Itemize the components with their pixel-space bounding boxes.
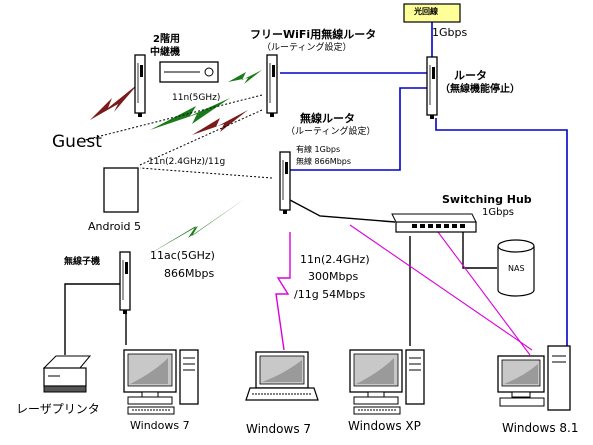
ac-speed-label: 866Mbps xyxy=(164,267,215,280)
switch-speed-label: 1Gbps xyxy=(482,207,515,218)
bolt-24ghz-guest xyxy=(192,110,248,135)
adapter-icon xyxy=(119,251,131,315)
fiber-bandwidth-label: 1Gbps xyxy=(432,26,468,39)
switch-label: Switching Hub xyxy=(442,193,532,206)
router-to-win81 xyxy=(435,118,568,346)
n24-link-label: 11n(2.4GHz) xyxy=(300,253,370,266)
wired-links xyxy=(280,22,568,346)
android-phone-icon xyxy=(103,167,139,213)
fiber-box xyxy=(403,3,461,23)
bolt-5ghz-guest xyxy=(150,98,230,130)
printer-label: レーザプリンタ xyxy=(16,402,100,416)
nas-label: NAS xyxy=(508,264,525,273)
g-speed-label: /11g 54Mbps xyxy=(294,288,366,301)
wireless-router-icon xyxy=(279,151,291,215)
wired-speed-label: 有線 1Gbps xyxy=(296,145,341,154)
main-router-icon xyxy=(426,56,438,120)
free-wifi-router-mode-label: （ルーティング設定） xyxy=(262,43,352,53)
free-wifi-router-icon xyxy=(266,54,278,118)
main-router-mode-label: （無線機能停止） xyxy=(440,84,520,95)
guest-label: Guest xyxy=(52,132,102,152)
win81-tower-icon xyxy=(547,345,571,411)
printer-icon xyxy=(42,355,92,393)
wireless-speed-label: 無線 866Mbps xyxy=(296,157,352,166)
win7-laptop-icon xyxy=(245,351,319,401)
repeater-icon xyxy=(134,54,146,118)
repeater-base-unit xyxy=(159,61,219,83)
repeater-sub-label: 中継機 xyxy=(150,47,180,58)
adapter-to-printer xyxy=(64,283,122,355)
bolt-5ghz-repeater xyxy=(228,70,262,84)
bolt-magenta-laptop xyxy=(275,232,291,351)
winxp-desktop-icon xyxy=(349,349,425,415)
n24-speed-label: 300Mbps xyxy=(308,270,359,283)
bolt-24ghz-repeater xyxy=(90,84,138,120)
bolt-5ghz-adapter xyxy=(146,198,246,256)
wireless-router-mode-label: （ルーティング設定） xyxy=(286,127,376,137)
ac-link-label: 11ac(5GHz) xyxy=(150,249,215,262)
nas-icon xyxy=(497,239,535,297)
dotted-wifi-links xyxy=(84,94,273,179)
fiber-label: 光回線 xyxy=(414,7,438,16)
winxp-label: Windows XP xyxy=(348,419,421,433)
router-to-wireless-router xyxy=(290,87,427,171)
wireless-router-to-switch xyxy=(289,199,396,223)
main-router-label: ルータ xyxy=(454,69,487,82)
win81-label: Windows 8.1 xyxy=(502,421,579,435)
free-wifi-router-label: フリーWiFi用無線ルータ xyxy=(250,28,377,41)
repeater-title-label: 2階用 xyxy=(153,34,180,45)
android-label: Android 5 xyxy=(88,220,142,233)
lan-links xyxy=(64,199,497,355)
win7-laptop-label: Windows 7 xyxy=(246,422,312,436)
wireless-router-label: 無線ルータ xyxy=(300,112,355,125)
win7-desktop-icon xyxy=(123,349,199,415)
switch-to-win81-link xyxy=(349,224,533,356)
switching-hub-icon xyxy=(391,213,477,233)
g-link-label: 11n(2.4GHz)/11g xyxy=(148,157,226,167)
win7-desktop-label: Windows 7 xyxy=(130,419,190,432)
switch-to-nas xyxy=(462,232,497,269)
client-adapter-label: 無線子機 xyxy=(64,257,101,267)
wifi-bolts xyxy=(90,70,291,351)
win81-desktop-icon xyxy=(497,355,545,407)
n5-link-label: 11n(5GHz) xyxy=(172,93,221,103)
